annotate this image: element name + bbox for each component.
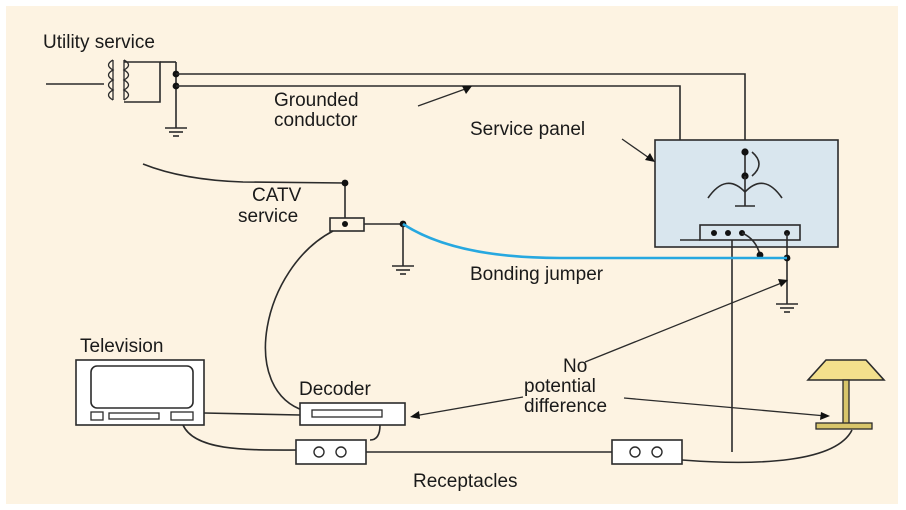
ground-symbol-icon	[392, 265, 414, 275]
breaker-terminal-dot	[741, 148, 749, 156]
television-label: Television	[80, 336, 163, 357]
catv-label-line1: CATV	[252, 185, 302, 206]
bus-terminal-dot	[711, 230, 717, 236]
service-panel-label: Service panel	[470, 119, 585, 140]
grounded-conductor-label-line1: Grounded	[274, 90, 359, 111]
breaker-contacts	[707, 182, 783, 199]
no-potential-label-line3: difference	[524, 396, 607, 417]
duplex-receptacle-icon	[295, 439, 367, 465]
no-potential-label-line1: No	[563, 356, 587, 377]
background	[6, 6, 898, 504]
duplex-receptacle-icon	[611, 439, 683, 465]
junction-dot	[341, 179, 349, 187]
utility-service-label: Utility service	[43, 32, 155, 53]
ground-symbol-icon	[165, 120, 187, 137]
service-panel-box	[654, 139, 839, 248]
decoder-label: Decoder	[299, 379, 371, 400]
tv-to-decoder-wire	[203, 412, 301, 416]
decoder-power-cord	[369, 424, 381, 441]
grounded-conductor-label-line2: conductor	[274, 110, 358, 131]
breaker-arc	[751, 151, 760, 177]
television-icon	[75, 359, 205, 426]
bonding-jumper-label: Bonding jumper	[470, 264, 604, 285]
bus-terminal-dot	[725, 230, 731, 236]
neutral-bus-bar	[699, 224, 801, 241]
leader-arrows	[410, 86, 830, 420]
decoder-box-icon	[299, 402, 406, 426]
transformer-secondary-wire	[124, 61, 161, 103]
catv-label-line2: service	[238, 206, 298, 227]
no-potential-label-line2: potential	[524, 376, 596, 397]
coax-to-decoder	[264, 230, 334, 412]
transformer-coil-icon	[46, 59, 130, 101]
floor-lamp-icon	[806, 359, 886, 430]
bonding-jumper-wire	[402, 222, 787, 260]
ground-symbol-icon	[776, 303, 798, 313]
receptacles-label: Receptacles	[413, 471, 518, 492]
hot-conductor-wire	[176, 73, 746, 150]
lamp-cord	[681, 429, 853, 464]
tv-power-cord	[182, 424, 301, 451]
catv-service-cable	[142, 163, 346, 184]
